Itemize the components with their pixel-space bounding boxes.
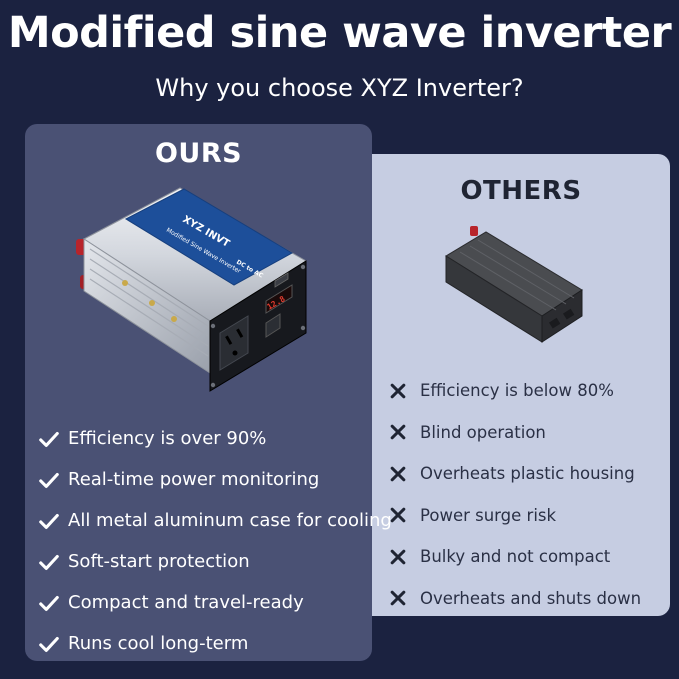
drawback-item: Blind operation: [388, 412, 641, 454]
drawback-item-label: Blind operation: [420, 422, 546, 442]
ac-outlet: [219, 315, 249, 371]
page-title: Modified sine wave inverter: [7, 8, 672, 58]
drawback-item-label: Bulky and not compact: [420, 547, 611, 567]
page-subtitle: Why you choose XYZ Inverter?: [155, 74, 524, 102]
cross-icon: [390, 383, 406, 399]
benefit-item-label: Soft-start protection: [68, 551, 250, 572]
check-icon: [39, 472, 59, 488]
check-icon: [39, 595, 59, 611]
benefit-item: Real-time power monitoring: [38, 459, 392, 500]
benefit-item: Efficiency is over 90%: [38, 418, 392, 459]
drawback-item: Overheats and shuts down: [388, 578, 641, 620]
ours-heading: OURS: [154, 138, 243, 169]
ours-inverter-image: XYZ INVT Modified Sine Wave Inverter DC …: [76, 187, 307, 392]
benefit-item: All metal aluminum case for cooling: [38, 500, 392, 541]
benefit-item: Soft-start protection: [38, 541, 392, 582]
drawback-item-label: Power surge risk: [420, 505, 557, 525]
drawback-item: Power surge risk: [388, 495, 641, 537]
benefit-item-label: Efficiency is over 90%: [68, 428, 267, 449]
drawback-item-label: Efficiency is below 80%: [420, 381, 614, 401]
benefit-item: Runs cool long-term: [38, 623, 392, 664]
cross-icon: [390, 507, 406, 523]
drawback-item: Overheats plastic housing: [388, 453, 641, 495]
drawback-item: Bulky and not compact: [388, 536, 641, 578]
benefit-item-label: Real-time power monitoring: [68, 469, 320, 490]
benefit-item-label: All metal aluminum case for cooling: [68, 510, 392, 531]
cross-icon: [390, 466, 406, 482]
voltage-display: [265, 284, 293, 314]
power-switch: [265, 313, 281, 338]
check-icon: [39, 431, 59, 447]
cross-icon: [390, 424, 406, 440]
benefit-item-label: Runs cool long-term: [68, 633, 249, 654]
cross-icon: [390, 590, 406, 606]
benefit-item: Compact and travel-ready: [38, 582, 392, 623]
drawback-item-label: Overheats plastic housing: [420, 464, 635, 484]
others-heading: OTHERS: [460, 176, 582, 206]
others-panel: [372, 154, 670, 616]
benefits-list: Efficiency is over 90% Real-time power mo…: [38, 418, 392, 664]
red-terminal: [470, 226, 478, 236]
check-icon: [39, 554, 59, 570]
drawback-item-label: Overheats and shuts down: [420, 588, 642, 608]
cross-icon: [390, 549, 406, 565]
benefit-item-label: Compact and travel-ready: [68, 592, 304, 613]
others-inverter-image: [445, 226, 583, 343]
drawback-item: Efficiency is below 80%: [388, 370, 641, 412]
usb-port: [274, 272, 289, 288]
check-icon: [39, 636, 59, 652]
check-icon: [39, 513, 59, 529]
